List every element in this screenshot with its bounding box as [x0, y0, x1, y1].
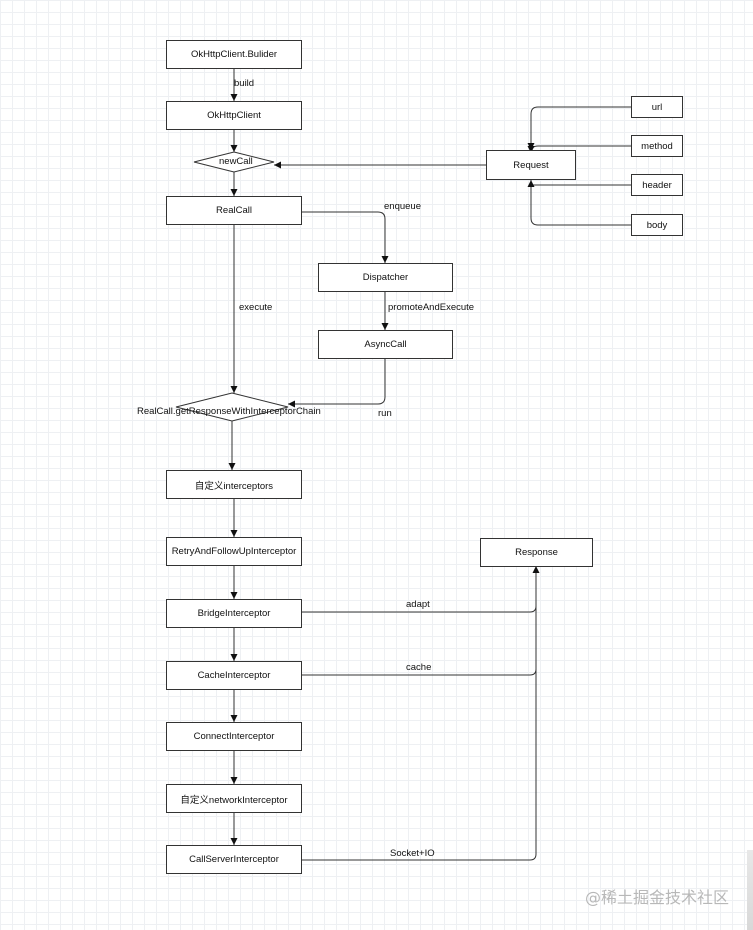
edge-socket: [301, 566, 540, 861]
edge-enqueue: [301, 211, 389, 263]
node-connect-interceptor: ConnectInterceptor: [166, 722, 302, 751]
corner-shadow: [747, 850, 753, 930]
node-asynccall: AsyncCall: [318, 330, 453, 359]
node-callserver-interceptor: CallServerInterceptor: [166, 845, 302, 874]
node-retry-interceptor: RetryAndFollowUpInterceptor: [166, 537, 302, 566]
edge-label-build: build: [234, 78, 255, 89]
node-method: method: [631, 135, 683, 157]
node-response: Response: [480, 538, 593, 567]
node-url: url: [631, 96, 683, 118]
edge-label-cache: cache: [406, 662, 432, 673]
edge-label-run: run: [378, 408, 392, 419]
node-dispatcher: Dispatcher: [318, 263, 453, 292]
node-getresponse-label: RealCall.getResponseWithInterceptorChain: [137, 406, 321, 417]
edge-run: [288, 359, 386, 408]
node-network-interceptor: 自定义networkInterceptor: [166, 784, 302, 813]
edge-url: [527, 106, 631, 150]
edge-label-promote: promoteAndExecute: [388, 302, 475, 313]
watermark: @稀土掘金技术社区: [584, 888, 729, 907]
edge-label-adapt: adapt: [406, 599, 430, 610]
node-okhttpclient-builder: OkHttpClient.Bulider: [166, 40, 302, 69]
node-cache-interceptor: CacheInterceptor: [166, 661, 302, 690]
newcall-diamond: [193, 151, 275, 173]
node-custom-interceptors: 自定义interceptors: [166, 470, 302, 499]
edge-label-socket: Socket+IO: [390, 848, 435, 859]
node-okhttpclient: OkHttpClient: [166, 101, 302, 130]
node-body: body: [631, 214, 683, 236]
edge-body: [527, 180, 631, 226]
edge-label-enqueue: enqueue: [384, 201, 421, 212]
edge-label-execute: execute: [239, 302, 273, 313]
node-newcall-label: newCall: [219, 156, 253, 167]
node-header: header: [631, 174, 683, 196]
node-request: Request: [486, 150, 576, 180]
node-realcall: RealCall: [166, 196, 302, 225]
getresponse-diamond: [175, 392, 289, 422]
node-bridge-interceptor: BridgeInterceptor: [166, 599, 302, 628]
